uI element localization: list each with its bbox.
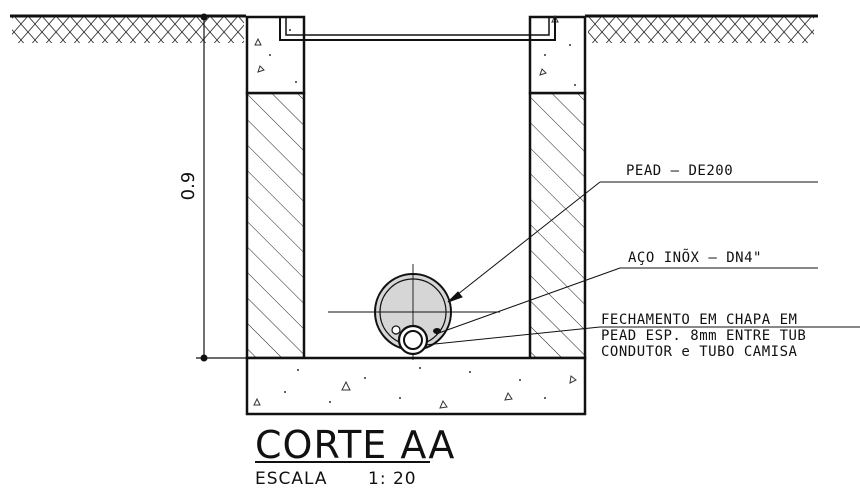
soil-hatch-right	[588, 17, 814, 43]
callout-aco: AÇO INÕX – DN4"	[628, 249, 762, 266]
scale-value: 1: 20	[368, 469, 417, 489]
ground	[10, 14, 818, 43]
callout-fechamento-line1: FECHAMENTO EM CHAPA EM	[601, 312, 797, 328]
callout-pead: PEAD – DE200	[626, 163, 733, 179]
base-slab	[245, 356, 587, 416]
callout-fechamento-line3: CONDUTOR e TUBO CAMISA	[601, 344, 798, 360]
height-label: 0.9	[178, 172, 199, 201]
left-collar	[245, 15, 306, 95]
right-collar	[528, 15, 587, 95]
leaders	[424, 181, 860, 346]
height-dimension: 0.9	[178, 13, 247, 362]
pipes	[328, 264, 500, 360]
callout-fechamento-line2: PEAD ESP. 8mm ENTRE TUB	[601, 328, 806, 344]
right-wall	[528, 91, 587, 360]
section-title: CORTE AA	[255, 423, 455, 467]
soil-hatch-left	[12, 17, 244, 43]
left-wall	[245, 91, 306, 360]
box-structure	[245, 14, 587, 416]
scale-label: ESCALA	[255, 469, 328, 489]
